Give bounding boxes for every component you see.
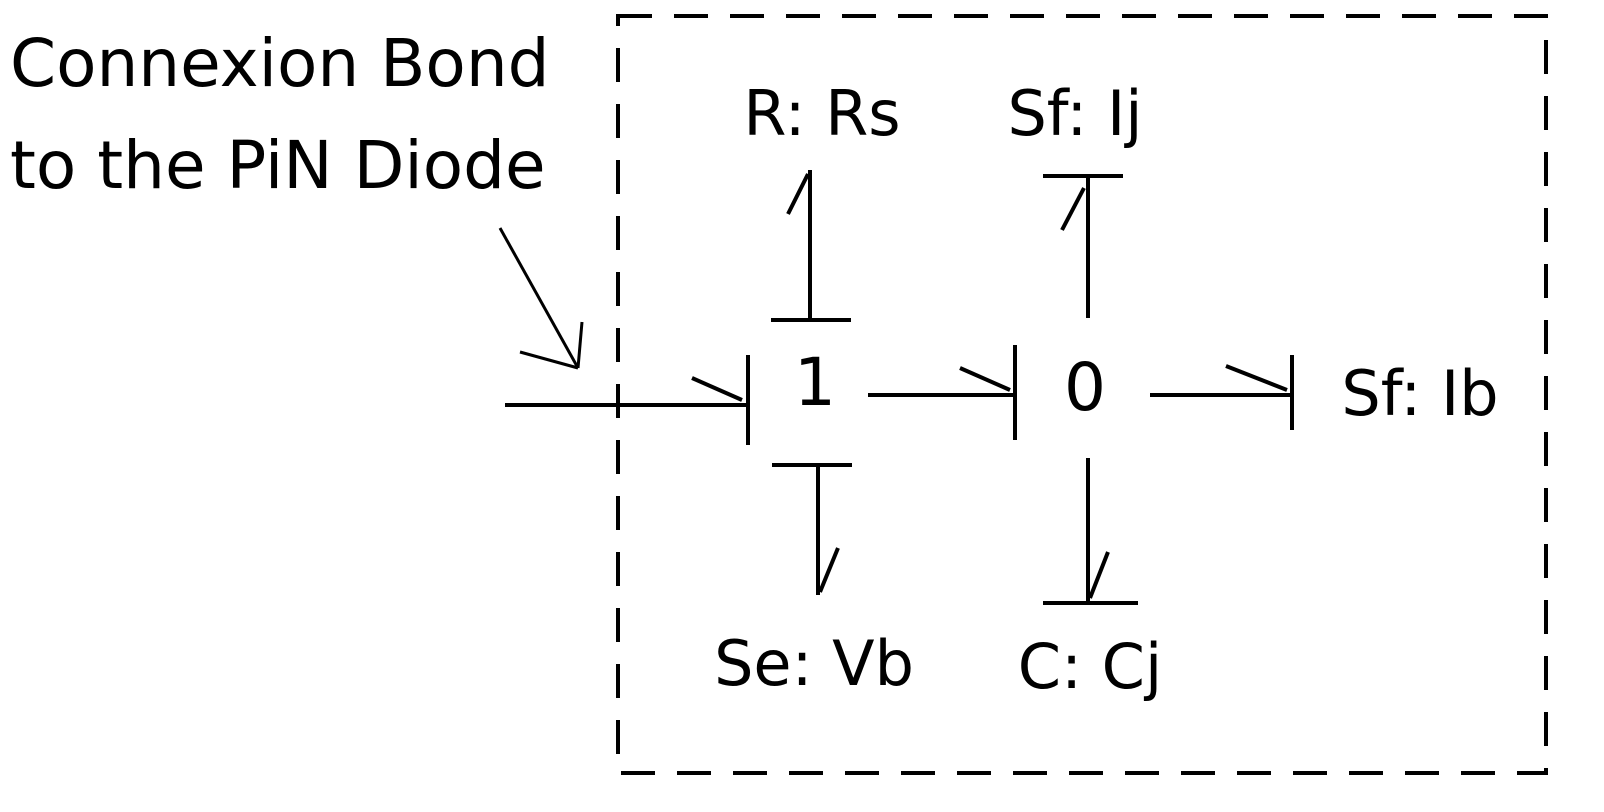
capacitor-label: C: Cj: [1018, 630, 1162, 703]
annotation-line-2: to the PiN Diode: [10, 127, 546, 204]
bond-junction-0-to-capacitor: [1043, 458, 1138, 605]
subsystem-boundary: [616, 14, 1548, 775]
bond-junction-1-to-effort-source: [772, 463, 852, 595]
flow-source-ij-label: Sf: Ij: [1007, 77, 1142, 150]
resistor-label: R: Rs: [743, 77, 900, 150]
flow-source-ib-label: Sf: Ib: [1341, 357, 1498, 430]
annotation-line-1: Connexion Bond: [10, 25, 550, 102]
junction-one: 1: [794, 344, 836, 421]
effort-source-label: Se: Vb: [714, 627, 914, 700]
bond-junction-1-to-resistor: [771, 170, 851, 322]
bond-input-to-junction-1: [505, 355, 750, 445]
bond-junction-0-to-sf-ij: [1043, 174, 1123, 318]
bond-junction-1-to-0: [868, 345, 1017, 440]
junction-zero: 0: [1064, 349, 1106, 426]
bond-junction-0-to-sf-ib: [1150, 355, 1294, 430]
annotation-arrow: [498, 227, 584, 370]
